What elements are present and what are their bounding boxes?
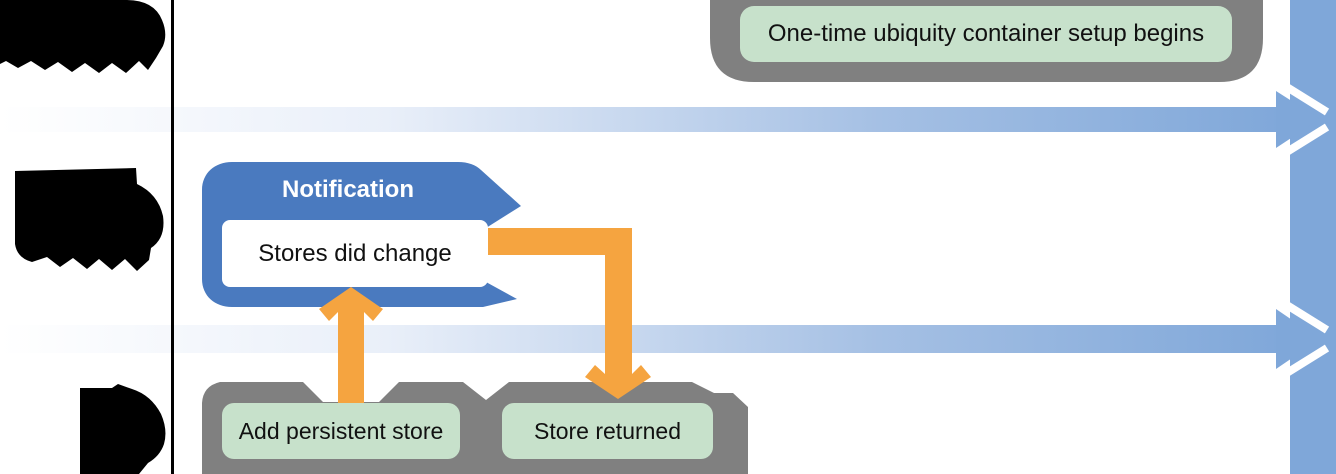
- event-chip-ubiquity-setup-label: One-time ubiquity container setup begins: [767, 20, 1205, 47]
- phase-band-1: [0, 107, 1292, 132]
- redacted-label-lane-2: [15, 168, 164, 271]
- band-arrow-notch-2a: [1279, 298, 1330, 334]
- event-chip-store-returned: Store returned: [502, 403, 713, 459]
- band-arrowhead-2: [1276, 309, 1320, 369]
- notification-title: Notification: [282, 176, 414, 203]
- band-arrow-notch-2b: [1279, 344, 1330, 380]
- event-chip-ubiquity-setup: One-time ubiquity container setup begins: [740, 6, 1232, 62]
- event-chip-store-returned-label: Store returned: [533, 417, 682, 444]
- redacted-label-lane-3: [80, 384, 166, 474]
- notification-message-box: Stores did change: [222, 220, 488, 287]
- flow-arrow-up: [319, 287, 383, 403]
- event-chip-add-persistent-store: Add persistent store: [222, 403, 460, 459]
- redacted-label-lane-1: [0, 0, 166, 73]
- band-arrow-notch-1b: [1279, 123, 1330, 159]
- notification-message-label: Stores did change: [258, 239, 452, 267]
- event-chip-add-persistent-store-label: Add persistent store: [238, 417, 444, 444]
- phase-band-2: [0, 325, 1292, 353]
- flow-arrow-elbow-down: [488, 228, 651, 399]
- timeline-axis: [171, 0, 174, 474]
- band-arrowhead-1: [1276, 91, 1320, 148]
- band-arrow-notch-1a: [1279, 80, 1330, 116]
- timeline-bar: [1290, 0, 1336, 474]
